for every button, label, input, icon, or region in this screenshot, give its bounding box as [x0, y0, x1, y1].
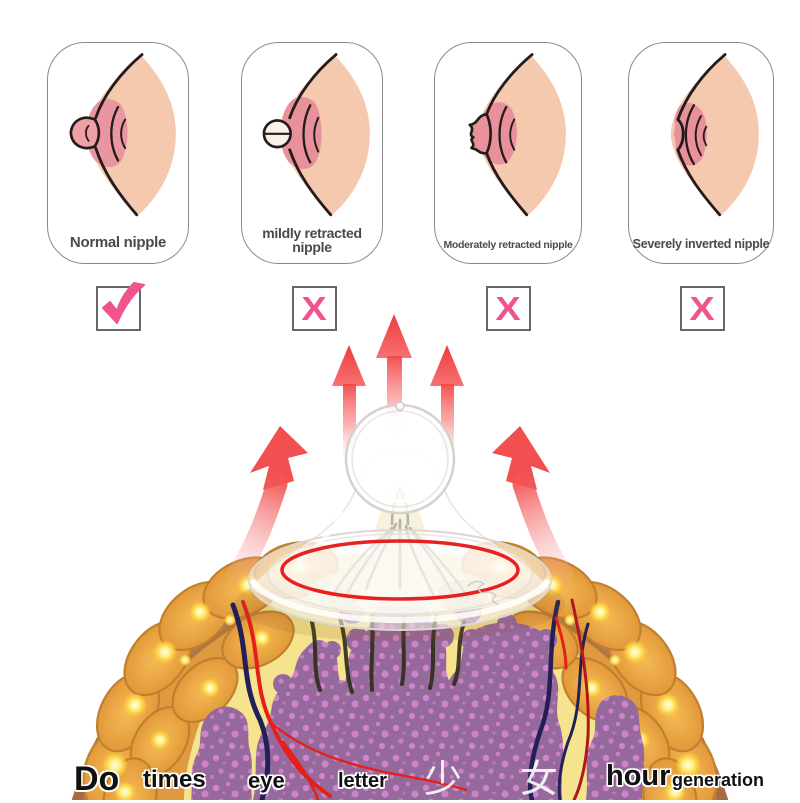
result-box-mild: X [292, 286, 337, 331]
severe-nipple-illustration [670, 53, 759, 217]
panel-label: mildly retracted nipple [262, 224, 362, 256]
up-arrow-right [430, 345, 464, 386]
curved-arrow-left [227, 426, 308, 584]
blood-vessels [230, 598, 590, 800]
x-icon: X [689, 290, 716, 327]
result-box-normal [96, 281, 145, 331]
nipple-corrector-device [248, 401, 552, 631]
curved-arrow-right [492, 426, 573, 584]
up-arrow-center [376, 314, 412, 358]
panel-label: Normal nipple [69, 234, 167, 252]
watermark-word: Do [74, 760, 120, 798]
watermark-word: generation [672, 770, 765, 790]
check-icon [101, 281, 145, 324]
panel-label: Moderately retracted nipple [443, 238, 573, 251]
watermark-word: letter [338, 770, 387, 792]
watermark-word: 女 [520, 759, 559, 801]
panel-label: Severely inverted nipple [632, 236, 770, 251]
watermark-word: 少 [424, 759, 463, 801]
result-box-severe: X [680, 286, 725, 331]
panel-normal-nipple: Normal nipple [47, 42, 189, 264]
mild-nipple-illustration [262, 53, 370, 217]
watermark-word: times [143, 766, 206, 793]
x-icon: X [301, 290, 328, 327]
panel-moderately-retracted-nipple: Moderately retracted nipple [434, 42, 582, 264]
result-box-moderate: X [486, 286, 531, 331]
mammary-glands [191, 595, 645, 800]
breast-cross-section [71, 541, 729, 800]
up-arrow-left [332, 345, 366, 386]
panel-severely-inverted-nipple: Severely inverted nipple [628, 42, 774, 264]
x-icon: X [495, 290, 522, 327]
watermark-word: eye [248, 768, 285, 793]
normal-nipple-illustration [69, 53, 176, 217]
moderate-nipple-illustration [468, 53, 566, 217]
panel-mildly-retracted-nipple: mildly retracted nipple [241, 42, 383, 264]
watermark-word: hour [606, 760, 671, 792]
suction-seal-ring [280, 539, 520, 605]
